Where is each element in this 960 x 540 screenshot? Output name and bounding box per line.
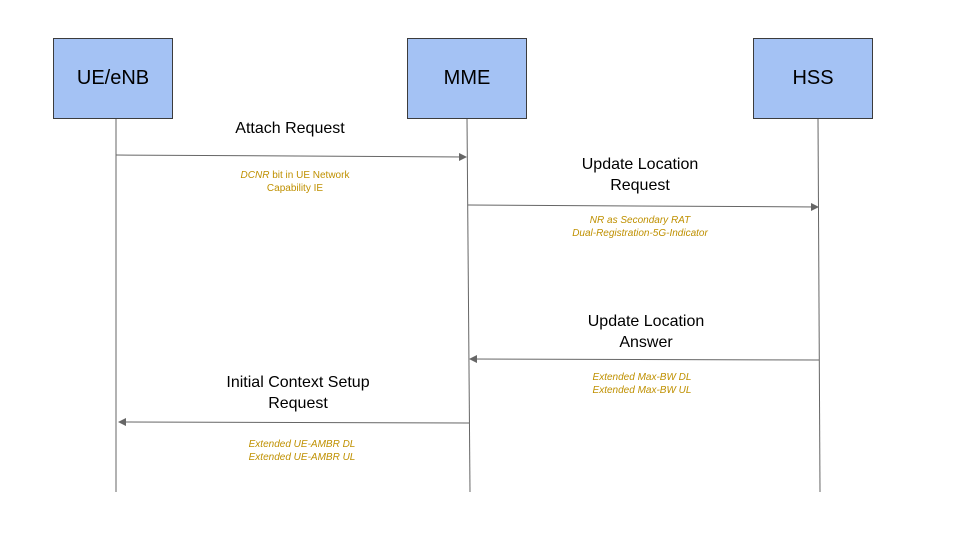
note-initial-context-setup-request: Extended UE-AMBR DL Extended UE-AMBR UL <box>248 439 356 463</box>
arrow-initial-context-setup-request <box>118 418 470 427</box>
note-dcnr-italic: DCNR <box>240 170 270 181</box>
arrow-attach-request <box>115 152 467 161</box>
entity-mme: MME <box>407 38 527 119</box>
message-initial-context-setup-request: Initial Context Setup Request <box>226 374 370 412</box>
arrow-update-location-request <box>467 202 819 211</box>
lifeline-mme <box>466 117 471 493</box>
arrow-update-location-answer <box>469 355 820 364</box>
lifeline-hss <box>817 117 821 493</box>
entity-ue-enb: UE/eNB <box>53 38 173 119</box>
message-attach-request: Attach Request <box>235 120 345 137</box>
note-update-location-request: NR as Secondary RAT Dual-Registration-5G… <box>572 215 708 239</box>
note-dcnr-rest: bit in UE Network Capability IE <box>266 170 350 194</box>
message-update-location-answer: Update Location Answer <box>587 313 705 351</box>
message-update-location-request: Update Location Request <box>581 156 699 194</box>
note-attach-request: DCNR bit in UE Network Capability IE <box>190 169 400 195</box>
entity-hss: HSS <box>753 38 873 119</box>
note-update-location-answer: Extended Max-BW DL Extended Max-BW UL <box>592 372 692 396</box>
